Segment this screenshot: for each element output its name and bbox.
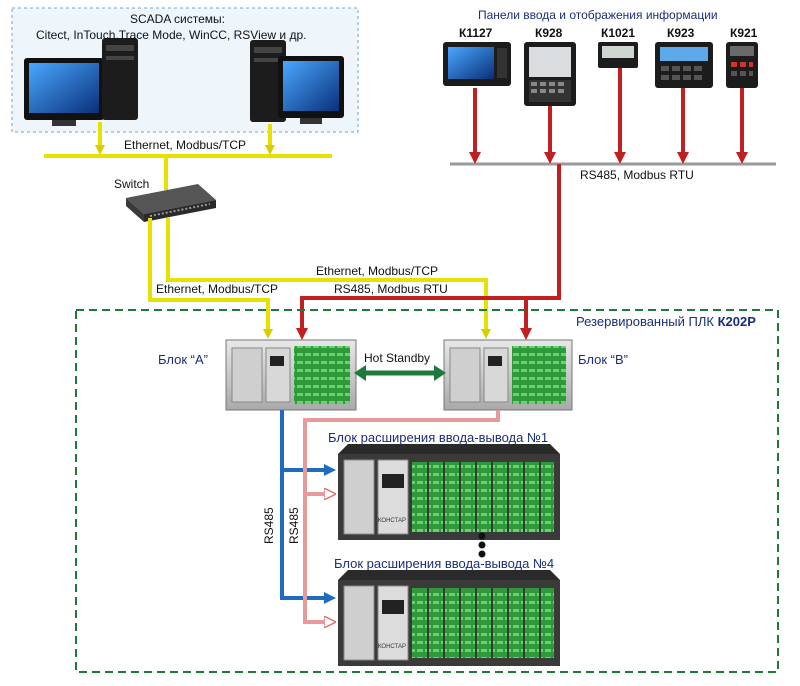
- plc-model: К202Р: [717, 314, 756, 329]
- plc-block-a: [225, 339, 357, 411]
- io-expansion-rack-4: [338, 570, 560, 666]
- ethernet-bus: [44, 122, 332, 190]
- ethernet-links-to-plc: [148, 218, 491, 339]
- ethernet-to-a-label: Ethernet, Modbus/TCP: [156, 282, 279, 296]
- network-switch: [126, 184, 216, 222]
- io-expansion-rack-1: [338, 444, 560, 540]
- hmi-panel-k928: [524, 42, 576, 106]
- ethernet-bus-label: Ethernet, Modbus/TCP: [124, 138, 247, 152]
- scada-pc-1: [24, 38, 138, 126]
- plc-title: Резервированный ПЛК К202Р: [576, 314, 756, 329]
- panel-label-k928: К928: [535, 26, 563, 40]
- panel-label-k923: К923: [667, 26, 695, 40]
- hmi-panel-k1021: [598, 42, 638, 68]
- redundant-plc-box: [75, 309, 779, 673]
- block-b-label: Блок “В”: [578, 352, 628, 367]
- hmi-panel-k921: [726, 42, 758, 88]
- io-rack-1-label: Блок расширения ввода-вывода №1: [328, 430, 549, 445]
- hmi-panel-k1127: [443, 42, 511, 86]
- ellipsis-dots: [478, 532, 486, 558]
- hot-standby-label: Hot Standby: [364, 351, 431, 365]
- hmi-panel-k923: [655, 42, 713, 88]
- scada-pc-2: [250, 40, 344, 124]
- scada-title: SCADA системы:: [130, 12, 225, 26]
- rs485-plc-label: RS485, Modbus RTU: [334, 282, 448, 296]
- panel-label-k1127: К1127: [459, 26, 493, 40]
- brand-label-rack-1: КОНСТАР: [378, 518, 407, 524]
- brand-label-rack-4: КОНСТАР: [378, 644, 407, 650]
- panel-label-k921: К921: [730, 26, 758, 40]
- plc-block-b: [443, 339, 573, 411]
- switch-label: Switch: [114, 177, 150, 191]
- panel-label-k1021: К1021: [601, 26, 636, 40]
- block-a-label: Блок “А”: [158, 352, 208, 367]
- rs485-io-links: [280, 410, 500, 622]
- plc-title-prefix: Резервированный ПЛК: [576, 314, 718, 329]
- rs485-b-label: RS485: [287, 507, 301, 544]
- io-rack-4-label: Блок расширения ввода-вывода №4: [334, 556, 555, 571]
- panels-title: Панели ввода и отображения информации: [478, 8, 718, 22]
- rs485-panel-bus: [296, 68, 776, 340]
- rs485-a-label: RS485: [262, 507, 276, 544]
- hot-standby-link: [354, 365, 446, 381]
- rs485-panels-label: RS485, Modbus RTU: [580, 168, 694, 182]
- scada-systems-list: Citect, InTouch,Trace Mode, WinCC, RSVie…: [36, 28, 307, 42]
- ethernet-to-b-label: Ethernet, Modbus/TCP: [316, 264, 439, 278]
